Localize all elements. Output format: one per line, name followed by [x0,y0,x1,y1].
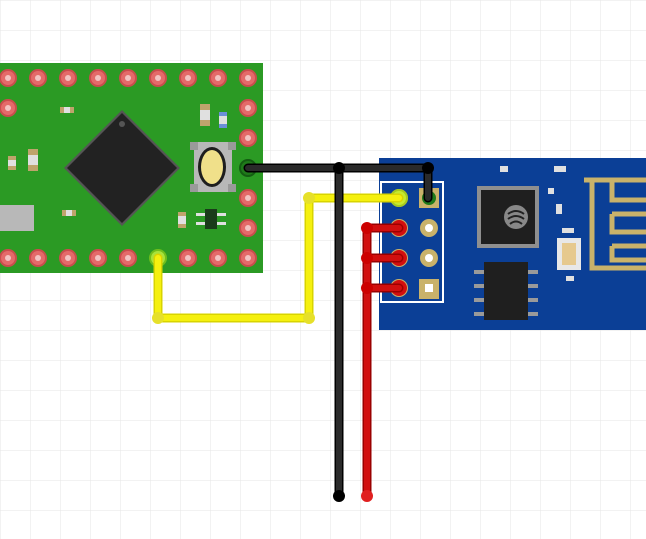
wifi-module[interactable] [379,158,646,330]
microcontroller-board[interactable] [0,63,263,273]
mcu-right-pads [239,99,257,237]
mcu-top-pad-holes [5,75,251,81]
wifi-chip [477,186,539,248]
mcu-bottom-pad-holes [5,255,251,261]
wifi-smd-components [500,166,581,281]
wire-gnd-black[interactable] [243,162,434,502]
wifi-header-outline [380,181,444,303]
reset-button[interactable] [190,142,236,192]
wire-vcc-red[interactable] [361,222,404,502]
wifi-flash-chip [474,262,538,320]
mcu-smd-components [0,104,227,231]
mcu-chip [64,110,180,226]
mcu-top-pads [0,69,257,87]
wifi-antenna [584,177,646,271]
mcu-right-pad-holes [245,105,251,231]
